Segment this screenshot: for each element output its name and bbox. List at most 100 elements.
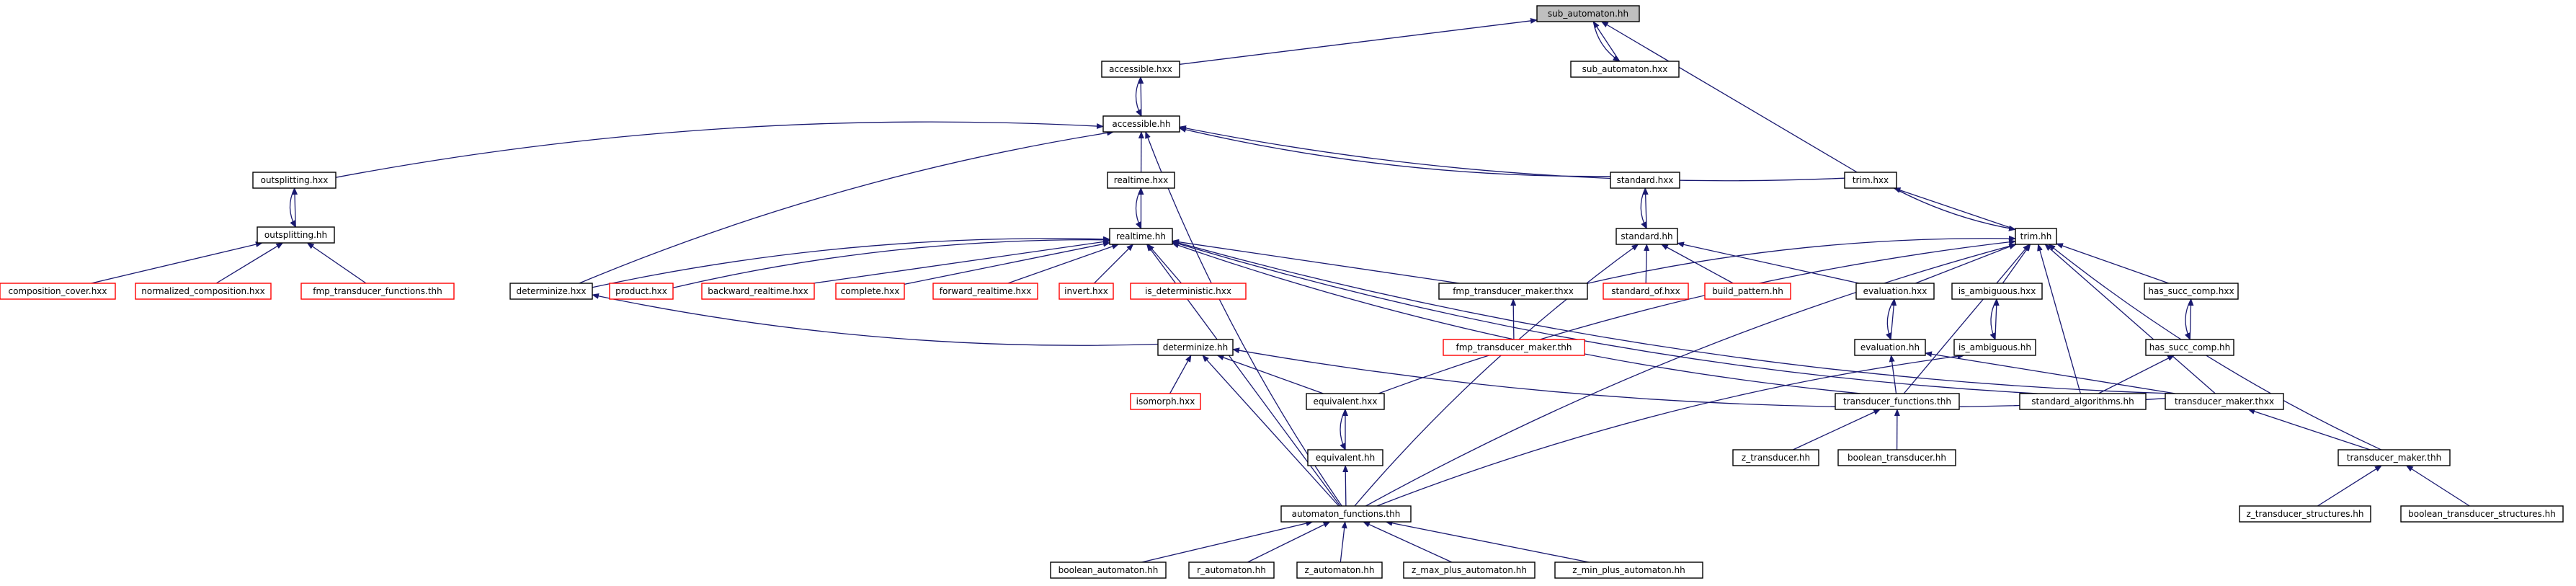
node-box[interactable] bbox=[2144, 283, 2239, 300]
node-box[interactable] bbox=[1443, 339, 1585, 356]
node-box[interactable] bbox=[1188, 561, 1275, 579]
node-box[interactable] bbox=[1107, 172, 1175, 189]
node-boolean-automaton-hh[interactable]: boolean_automaton.hh bbox=[1050, 561, 1167, 579]
node-equivalent-hh[interactable]: equivalent.hh bbox=[1307, 449, 1383, 466]
node-z-max-plus-automaton-hh[interactable]: z_max_plus_automaton.hh bbox=[1403, 561, 1536, 579]
node-boolean-transducer-hh[interactable]: boolean_transducer.hh bbox=[1837, 449, 1956, 466]
node-box[interactable] bbox=[1610, 172, 1680, 189]
node-box[interactable] bbox=[257, 226, 335, 244]
node-box[interactable] bbox=[1280, 505, 1412, 523]
node-box[interactable] bbox=[1704, 283, 1791, 300]
node-forward-realtime-hxx[interactable]: forward_realtime.hxx bbox=[932, 283, 1038, 300]
node-box[interactable] bbox=[1951, 283, 2043, 300]
node-box[interactable] bbox=[1130, 283, 1247, 300]
node-box[interactable] bbox=[300, 283, 455, 300]
node-outsplitting-hxx[interactable]: outsplitting.hxx bbox=[252, 172, 337, 189]
node-box[interactable] bbox=[1953, 339, 2036, 356]
node-transducer-functions-thh[interactable]: transducer_functions.thh bbox=[1835, 393, 1960, 410]
node-box[interactable] bbox=[2165, 393, 2284, 410]
node-box[interactable] bbox=[1854, 339, 1926, 356]
node-determinize-hh[interactable]: determinize.hh bbox=[1157, 339, 1234, 356]
node-product-hxx[interactable]: product.hxx bbox=[609, 283, 674, 300]
node-box[interactable] bbox=[2239, 505, 2371, 523]
node-box[interactable] bbox=[1603, 283, 1689, 300]
node-trim-hxx[interactable]: trim.hxx bbox=[1844, 172, 1897, 189]
node-box[interactable] bbox=[2019, 393, 2147, 410]
node-box[interactable] bbox=[1855, 283, 1935, 300]
node-is-ambiguous-hh[interactable]: is_ambiguous.hh bbox=[1953, 339, 2036, 356]
node-box[interactable] bbox=[252, 172, 337, 189]
node-normalized-composition-hxx[interactable]: normalized_composition.hxx bbox=[135, 283, 272, 300]
node-box[interactable] bbox=[932, 283, 1038, 300]
node-realtime-hxx[interactable]: realtime.hxx bbox=[1107, 172, 1175, 189]
node-box[interactable] bbox=[1102, 115, 1180, 133]
node-z-transducer-hh[interactable]: z_transducer.hh bbox=[1732, 449, 1819, 466]
node-box[interactable] bbox=[1050, 561, 1167, 579]
node-box[interactable] bbox=[1101, 61, 1180, 78]
node-box[interactable] bbox=[1307, 449, 1383, 466]
node-boolean-transducer-structures-hh[interactable]: boolean_transducer_structures.hh bbox=[2400, 505, 2564, 523]
node-outsplitting-hh[interactable]: outsplitting.hh bbox=[257, 226, 335, 244]
node-box[interactable] bbox=[1844, 172, 1897, 189]
node-trim-hh[interactable]: trim.hh bbox=[2015, 228, 2057, 245]
node-backward-realtime-hxx[interactable]: backward_realtime.hxx bbox=[701, 283, 815, 300]
node-box[interactable] bbox=[609, 283, 674, 300]
node-box[interactable] bbox=[1130, 393, 1201, 410]
node-composition-cover-hxx[interactable]: composition_cover.hxx bbox=[0, 283, 116, 300]
node-is-deterministic-hxx[interactable]: is_deterministic.hxx bbox=[1130, 283, 1247, 300]
node-equivalent-hxx[interactable]: equivalent.hxx bbox=[1306, 393, 1385, 410]
node-box[interactable] bbox=[1438, 283, 1588, 300]
node-has-succ-comp-hxx[interactable]: has_succ_comp.hxx bbox=[2144, 283, 2239, 300]
node-box[interactable] bbox=[1615, 228, 1678, 245]
node-box[interactable] bbox=[0, 283, 116, 300]
node-box[interactable] bbox=[1835, 393, 1960, 410]
node-box[interactable] bbox=[1109, 228, 1173, 245]
node-sub-automaton-hh[interactable]: sub_automaton.hh bbox=[1536, 5, 1640, 22]
node-box[interactable] bbox=[1732, 449, 1819, 466]
node-realtime-hh[interactable]: realtime.hh bbox=[1109, 228, 1173, 245]
node-invert-hxx[interactable]: invert.hxx bbox=[1059, 283, 1114, 300]
node-box[interactable] bbox=[701, 283, 815, 300]
node-transducer-maker-thxx[interactable]: transducer_maker.thxx bbox=[2165, 393, 2284, 410]
node-build-pattern-hh[interactable]: build_pattern.hh bbox=[1704, 283, 1791, 300]
node-r-automaton-hh[interactable]: r_automaton.hh bbox=[1188, 561, 1275, 579]
node-box[interactable] bbox=[1403, 561, 1536, 579]
node-box[interactable] bbox=[2400, 505, 2564, 523]
node-box[interactable] bbox=[1157, 339, 1234, 356]
node-box[interactable] bbox=[509, 283, 593, 300]
node-standard-algorithms-hh[interactable]: standard_algorithms.hh bbox=[2019, 393, 2147, 410]
node-fmp-transducer-functions-thh[interactable]: fmp_transducer_functions.thh bbox=[300, 283, 455, 300]
node-standard-hh[interactable]: standard.hh bbox=[1615, 228, 1678, 245]
node-transducer-maker-thh[interactable]: transducer_maker.thh bbox=[2337, 449, 2451, 466]
node-z-transducer-structures-hh[interactable]: z_transducer_structures.hh bbox=[2239, 505, 2371, 523]
node-box[interactable] bbox=[1296, 561, 1383, 579]
node-sub-automaton-hxx[interactable]: sub_automaton.hxx bbox=[1570, 61, 1680, 78]
node-box[interactable] bbox=[1059, 283, 1114, 300]
node-accessible-hh[interactable]: accessible.hh bbox=[1102, 115, 1180, 133]
node-z-automaton-hh[interactable]: z_automaton.hh bbox=[1296, 561, 1383, 579]
node-fmp-transducer-maker-thh[interactable]: fmp_transducer_maker.thh bbox=[1443, 339, 1585, 356]
node-fmp-transducer-maker-thxx[interactable]: fmp_transducer_maker.thxx bbox=[1438, 283, 1588, 300]
node-box[interactable] bbox=[1536, 5, 1640, 22]
node-standard-hxx[interactable]: standard.hxx bbox=[1610, 172, 1680, 189]
node-box[interactable] bbox=[835, 283, 905, 300]
node-box[interactable] bbox=[135, 283, 272, 300]
node-box[interactable] bbox=[1554, 561, 1703, 579]
node-complete-hxx[interactable]: complete.hxx bbox=[835, 283, 905, 300]
node-box[interactable] bbox=[2337, 449, 2451, 466]
node-determinize-hxx[interactable]: determinize.hxx bbox=[509, 283, 593, 300]
node-has-succ-comp-hh[interactable]: has_succ_comp.hh bbox=[2145, 339, 2234, 356]
node-box[interactable] bbox=[2015, 228, 2057, 245]
node-z-min-plus-automaton-hh[interactable]: z_min_plus_automaton.hh bbox=[1554, 561, 1703, 579]
node-accessible-hxx[interactable]: accessible.hxx bbox=[1101, 61, 1180, 78]
node-isomorph-hxx[interactable]: isomorph.hxx bbox=[1130, 393, 1201, 410]
node-box[interactable] bbox=[1837, 449, 1956, 466]
node-automaton-functions-thh[interactable]: automaton_functions.thh bbox=[1280, 505, 1412, 523]
node-evaluation-hh[interactable]: evaluation.hh bbox=[1854, 339, 1926, 356]
node-is-ambiguous-hxx[interactable]: is_ambiguous.hxx bbox=[1951, 283, 2043, 300]
node-box[interactable] bbox=[1570, 61, 1680, 78]
node-evaluation-hxx[interactable]: evaluation.hxx bbox=[1855, 283, 1935, 300]
node-box[interactable] bbox=[1306, 393, 1385, 410]
node-standard-of-hxx[interactable]: standard_of.hxx bbox=[1603, 283, 1689, 300]
node-box[interactable] bbox=[2145, 339, 2234, 356]
